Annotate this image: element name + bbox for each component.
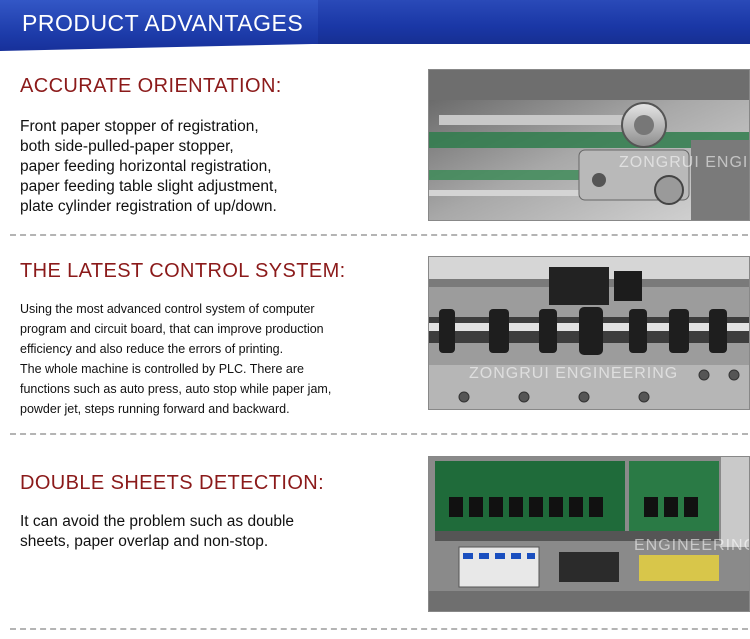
section-body-accurate-orientation: Front paper stopper of registration, bot…: [20, 117, 278, 217]
section-body-double-sheets: It can avoid the problem such as double …: [20, 512, 294, 552]
body-line: paper feeding table slight adjustment,: [20, 178, 278, 195]
section-divider: [10, 628, 748, 630]
photo-circuit-board: ENGINEERING: [428, 456, 750, 612]
body-line: powder jet, steps running forward and ba…: [20, 402, 290, 416]
header-banner: PRODUCT ADVANTAGES: [0, 0, 750, 51]
watermark: ENGINEERING: [634, 537, 750, 554]
body-line: program and circuit board, that can impr…: [20, 322, 324, 336]
circuit-board-illustration: [429, 457, 749, 611]
section-title-control-system: THE LATEST CONTROL SYSTEM:: [20, 260, 346, 282]
watermark: ZONGRUI ENGINEERING: [619, 154, 749, 171]
control-shaft-illustration: [429, 257, 749, 409]
body-line: sheets, paper overlap and non-stop.: [20, 533, 269, 550]
body-line: paper feeding horizontal registration,: [20, 158, 272, 175]
body-line: Using the most advanced control system o…: [20, 302, 315, 316]
body-line: The whole machine is controlled by PLC. …: [20, 362, 304, 376]
section-title-double-sheets: DOUBLE SHEETS DETECTION:: [20, 472, 325, 494]
body-line: It can avoid the problem such as double: [20, 513, 295, 530]
body-line: functions such as auto press, auto stop …: [20, 382, 332, 396]
section-divider: [10, 234, 748, 236]
watermark: ZONGRUI ENGINEERING: [469, 365, 679, 382]
body-line: plate cylinder registration of up/down.: [20, 198, 277, 215]
page-title: PRODUCT ADVANTAGES: [22, 10, 304, 36]
registration-mechanism-illustration: [429, 70, 749, 220]
body-line: both side-pulled-paper stopper,: [20, 138, 234, 155]
body-line: Front paper stopper of registration,: [20, 118, 259, 135]
body-line: efficiency and also reduce the errors of…: [20, 342, 284, 356]
section-body-control-system: Using the most advanced control system o…: [20, 299, 331, 419]
photo-registration-mechanism: ZONGRUI ENGINEERING: [428, 69, 750, 221]
banner-tab: [0, 0, 318, 51]
section-divider: [10, 433, 748, 435]
section-title-accurate-orientation: ACCURATE ORIENTATION:: [20, 75, 282, 97]
photo-control-shaft: ZONGRUI ENGINEERING: [428, 256, 750, 410]
